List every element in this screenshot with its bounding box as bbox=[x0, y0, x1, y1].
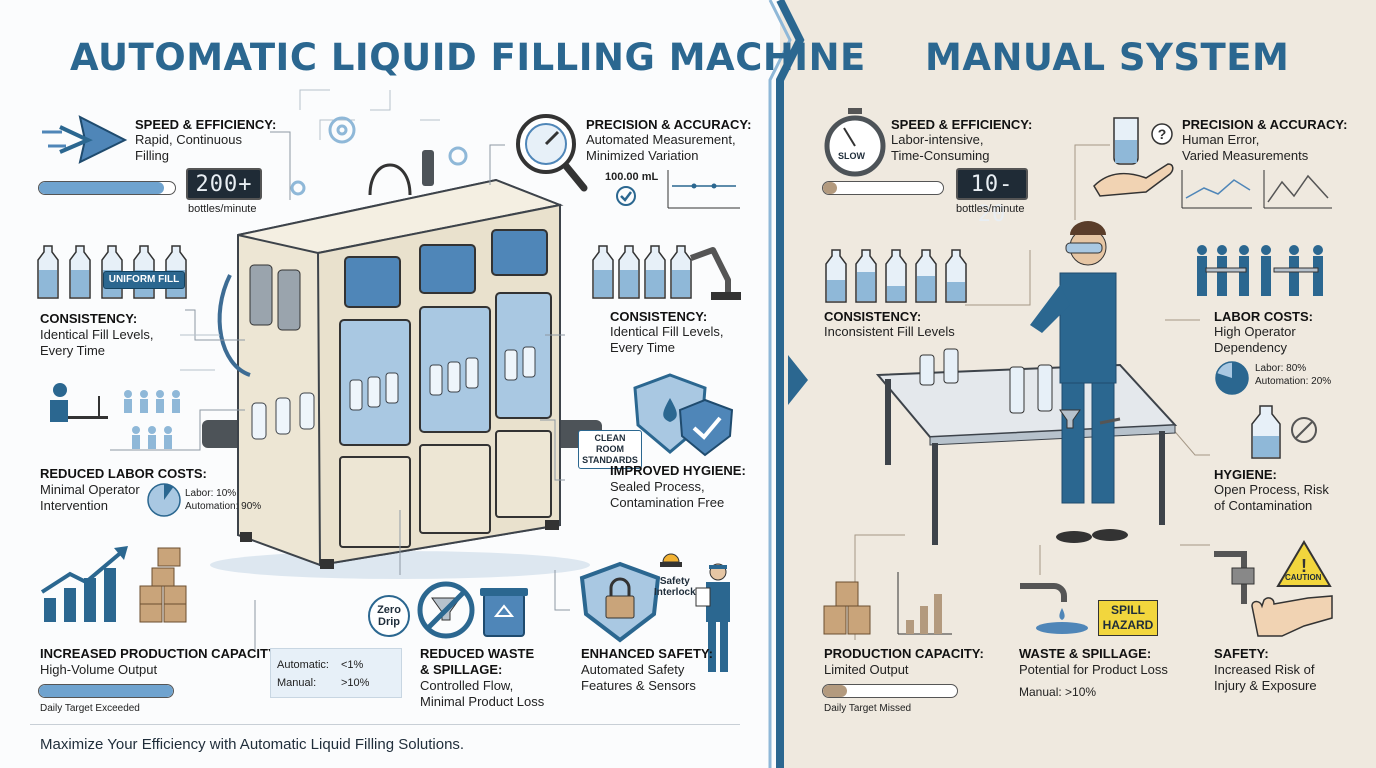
gear-icon bbox=[290, 116, 468, 196]
speed-unit: bottles/minute bbox=[188, 203, 257, 215]
manual-hygiene-heading: HYGIENE: bbox=[1214, 467, 1277, 482]
caution-label: CAUTION bbox=[1285, 573, 1322, 582]
gauge-icon bbox=[516, 114, 588, 192]
production-bar-caption: Daily Target Exceeded bbox=[40, 703, 140, 714]
lock-shield-icon bbox=[579, 561, 661, 643]
manual-worker-illustration bbox=[875, 221, 1178, 545]
safety-interlock-label: Safety Interlock bbox=[654, 576, 696, 598]
automation-share-label: Automation: 90% bbox=[185, 501, 262, 512]
manual-speed-progress-bar bbox=[822, 181, 944, 195]
consistency-text: Identical Fill Levels, Every Time bbox=[40, 327, 154, 358]
left-leader-lines bbox=[110, 89, 570, 650]
precision-reading: 100.00 mL bbox=[605, 171, 659, 183]
waste-text: Controlled Flow, Minimal Product Loss bbox=[420, 678, 545, 709]
manual-automation-share-label: Automation: 20% bbox=[1255, 376, 1332, 387]
consistency-heading: CONSISTENCY: bbox=[40, 311, 138, 326]
manual-labor-heading: LABOR COSTS: bbox=[1214, 309, 1313, 324]
svg-text:!: ! bbox=[1301, 556, 1307, 576]
line-chart-icon bbox=[1181, 170, 1332, 209]
chart-arrow-icon bbox=[40, 546, 187, 623]
manual-waste-text: Potential for Product Loss bbox=[1019, 662, 1168, 677]
clean-room-badge: CLEAN ROOM STANDARDS bbox=[578, 430, 642, 469]
manual-production-progress-bar bbox=[822, 684, 958, 698]
arrows-icon bbox=[42, 115, 128, 164]
waste-auto-value: <1% bbox=[341, 659, 364, 671]
worker-desk-icon bbox=[50, 383, 180, 449]
stopwatch-label: SLOW bbox=[838, 151, 865, 161]
waste-comparison-box: Automatic: <1% Manual: >10% bbox=[270, 648, 402, 698]
line-chart-icon bbox=[667, 170, 740, 209]
shield-drop-icon bbox=[633, 373, 734, 457]
uneven-bottles-icon bbox=[825, 249, 967, 303]
manual-consistency-heading: CONSISTENCY: bbox=[824, 309, 922, 324]
manual-production-text: Limited Output bbox=[824, 662, 909, 677]
warning-icon: ! bbox=[1214, 540, 1333, 637]
spill-hazard-sign: SPILL HAZARD bbox=[1098, 600, 1158, 636]
labor-text: Minimal Operator Intervention bbox=[40, 482, 140, 513]
panel-divider bbox=[768, 0, 808, 768]
precision-text: Automated Measurement, Minimized Variati… bbox=[586, 132, 736, 163]
manual-production-heading: PRODUCTION CAPACITY: bbox=[824, 646, 984, 661]
manual-labor-share-label: Labor: 80% bbox=[1255, 363, 1307, 374]
hand-icon bbox=[1251, 595, 1333, 637]
consistency-right-heading: CONSISTENCY: bbox=[610, 309, 708, 324]
labor-heading: REDUCED LABOR COSTS: bbox=[40, 466, 207, 481]
manual-precision-heading: PRECISION & ACCURACY: bbox=[1182, 117, 1348, 132]
zero-drip-badge: Zero Drip bbox=[368, 595, 410, 637]
speed-heading: SPEED & EFFICIENCY: bbox=[135, 117, 277, 132]
manual-labor-text: High Operator Dependency bbox=[1214, 324, 1296, 355]
manual-safety-text: Increased Risk of Injury & Exposure bbox=[1214, 662, 1317, 693]
production-progress-bar bbox=[38, 684, 174, 698]
page-title-manual: MANUAL SYSTEM bbox=[925, 36, 1290, 79]
manual-speed-text: Labor-intensive, Time-Consuming bbox=[891, 132, 990, 163]
consistency-right-text: Identical Fill Levels, Every Time bbox=[610, 324, 724, 355]
hygiene-text: Sealed Process, Contamination Free bbox=[610, 479, 725, 510]
labor-share-label: Labor: 10% bbox=[185, 488, 237, 499]
pie-icon bbox=[147, 483, 181, 517]
faucet-icon bbox=[1020, 583, 1088, 634]
manual-hygiene-text: Open Process, Risk of Contamination bbox=[1214, 482, 1329, 513]
question-icon: ? bbox=[1151, 123, 1173, 145]
manual-safety-heading: SAFETY: bbox=[1214, 646, 1269, 661]
manual-speed-counter: 10-20 bbox=[956, 168, 1028, 227]
manual-production-bar-caption: Daily Target Missed bbox=[824, 703, 912, 714]
funnel-no-icon bbox=[417, 581, 528, 639]
safety-heading: ENHANCED SAFETY: bbox=[581, 646, 713, 661]
svg-text:?: ? bbox=[1158, 126, 1167, 142]
speed-progress-bar bbox=[38, 181, 176, 195]
uniform-fill-badge: UNIFORM FILL bbox=[103, 271, 185, 289]
manual-speed-heading: SPEED & EFFICIENCY: bbox=[891, 117, 1033, 132]
manual-precision-text: Human Error, Varied Measurements bbox=[1182, 132, 1309, 163]
safety-text: Automated Safety Features & Sensors bbox=[581, 662, 696, 693]
footer-divider bbox=[30, 724, 740, 725]
hygiene-heading: IMPROVED HYGIENE: bbox=[610, 463, 746, 478]
workers-icon bbox=[1197, 245, 1323, 296]
robot-arm-icon bbox=[592, 245, 741, 300]
waste-manual-label: Manual: bbox=[277, 677, 317, 689]
manual-consistency-text: Inconsistent Fill Levels bbox=[824, 324, 955, 339]
stopwatch-icon bbox=[824, 108, 886, 177]
waste-auto-label: Automatic: bbox=[277, 659, 329, 671]
waste-heading: REDUCED WASTE & SPILLAGE: bbox=[420, 646, 535, 677]
production-text: High-Volume Output bbox=[40, 662, 158, 677]
page-title-automatic: AUTOMATIC LIQUID FILLING MACHINE bbox=[70, 36, 866, 79]
production-heading: INCREASED PRODUCTION CAPACITY: bbox=[40, 646, 281, 661]
check-icon bbox=[616, 186, 636, 206]
manual-waste-line: Manual: >10% bbox=[1019, 685, 1097, 699]
boxes-icon bbox=[823, 572, 952, 635]
beaker-hand-icon: ? bbox=[1093, 117, 1174, 197]
technician-icon bbox=[695, 563, 730, 672]
pie-icon bbox=[1215, 361, 1249, 395]
beacon-icon bbox=[660, 553, 682, 567]
footer-tagline: Maximize Your Efficiency with Automatic … bbox=[40, 736, 465, 753]
manual-waste-heading: WASTE & SPILLAGE: bbox=[1019, 646, 1152, 661]
filling-machine-illustration bbox=[202, 150, 602, 579]
speed-counter: 200+ bbox=[186, 168, 262, 200]
recycle-bin-icon bbox=[480, 588, 528, 637]
manual-speed-unit: bottles/minute bbox=[956, 203, 1025, 215]
speed-text: Rapid, Continuous Filling bbox=[135, 132, 242, 163]
precision-heading: PRECISION & ACCURACY: bbox=[586, 117, 752, 132]
waste-manual-value: >10% bbox=[341, 677, 370, 689]
bottle-no-icon bbox=[1251, 405, 1317, 459]
